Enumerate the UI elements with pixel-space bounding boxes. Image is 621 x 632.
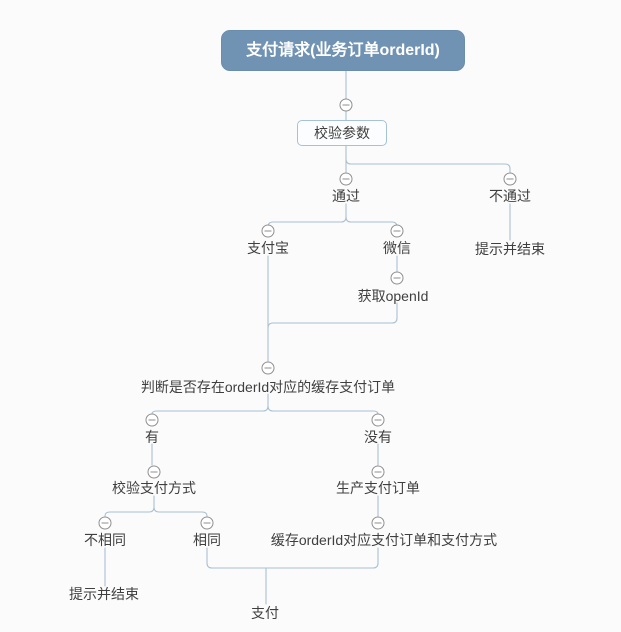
collapse-minus-icon[interactable]: [371, 413, 385, 427]
node-alipay[interactable]: 支付宝: [247, 240, 289, 256]
collapse-minus-icon[interactable]: [371, 516, 385, 530]
collapse-minus-icon[interactable]: [390, 224, 404, 238]
node-not-same[interactable]: 不相同: [84, 532, 126, 548]
node-get-openid[interactable]: 获取openId: [357, 288, 429, 304]
collapse-minus-icon[interactable]: [339, 172, 353, 186]
node-cache-order[interactable]: 缓存orderId对应支付订单和支付方式: [270, 532, 498, 548]
collapse-minus-icon[interactable]: [147, 465, 161, 479]
node-has-not[interactable]: 没有: [364, 429, 392, 445]
node-notsame-end[interactable]: 提示并结束: [69, 586, 139, 602]
collapse-minus-icon[interactable]: [98, 516, 112, 530]
collapse-minus-icon[interactable]: [503, 172, 517, 186]
node-wechat[interactable]: 微信: [383, 240, 411, 256]
node-has[interactable]: 有: [145, 429, 159, 445]
node-payment-request[interactable]: 支付请求(业务订单orderId): [221, 30, 465, 71]
collapse-minus-icon[interactable]: [371, 465, 385, 479]
node-create-pay-order[interactable]: 生产支付订单: [336, 480, 420, 496]
node-fail[interactable]: 不通过: [489, 188, 531, 204]
node-fail-end[interactable]: 提示并结束: [475, 241, 545, 257]
node-same[interactable]: 相同: [193, 532, 221, 548]
collapse-minus-icon[interactable]: [261, 224, 275, 238]
node-pay[interactable]: 支付: [251, 605, 279, 621]
collapse-minus-icon[interactable]: [339, 98, 353, 112]
node-check-cached-order[interactable]: 判断是否存在orderId对应的缓存支付订单: [140, 379, 396, 395]
collapse-minus-icon[interactable]: [200, 516, 214, 530]
node-pass[interactable]: 通过: [332, 188, 360, 204]
collapse-minus-icon[interactable]: [390, 271, 404, 285]
collapse-minus-icon[interactable]: [145, 413, 159, 427]
node-validate-params[interactable]: 校验参数: [297, 120, 387, 146]
node-verify-pay-method[interactable]: 校验支付方式: [112, 480, 196, 496]
collapse-minus-icon[interactable]: [261, 361, 275, 375]
